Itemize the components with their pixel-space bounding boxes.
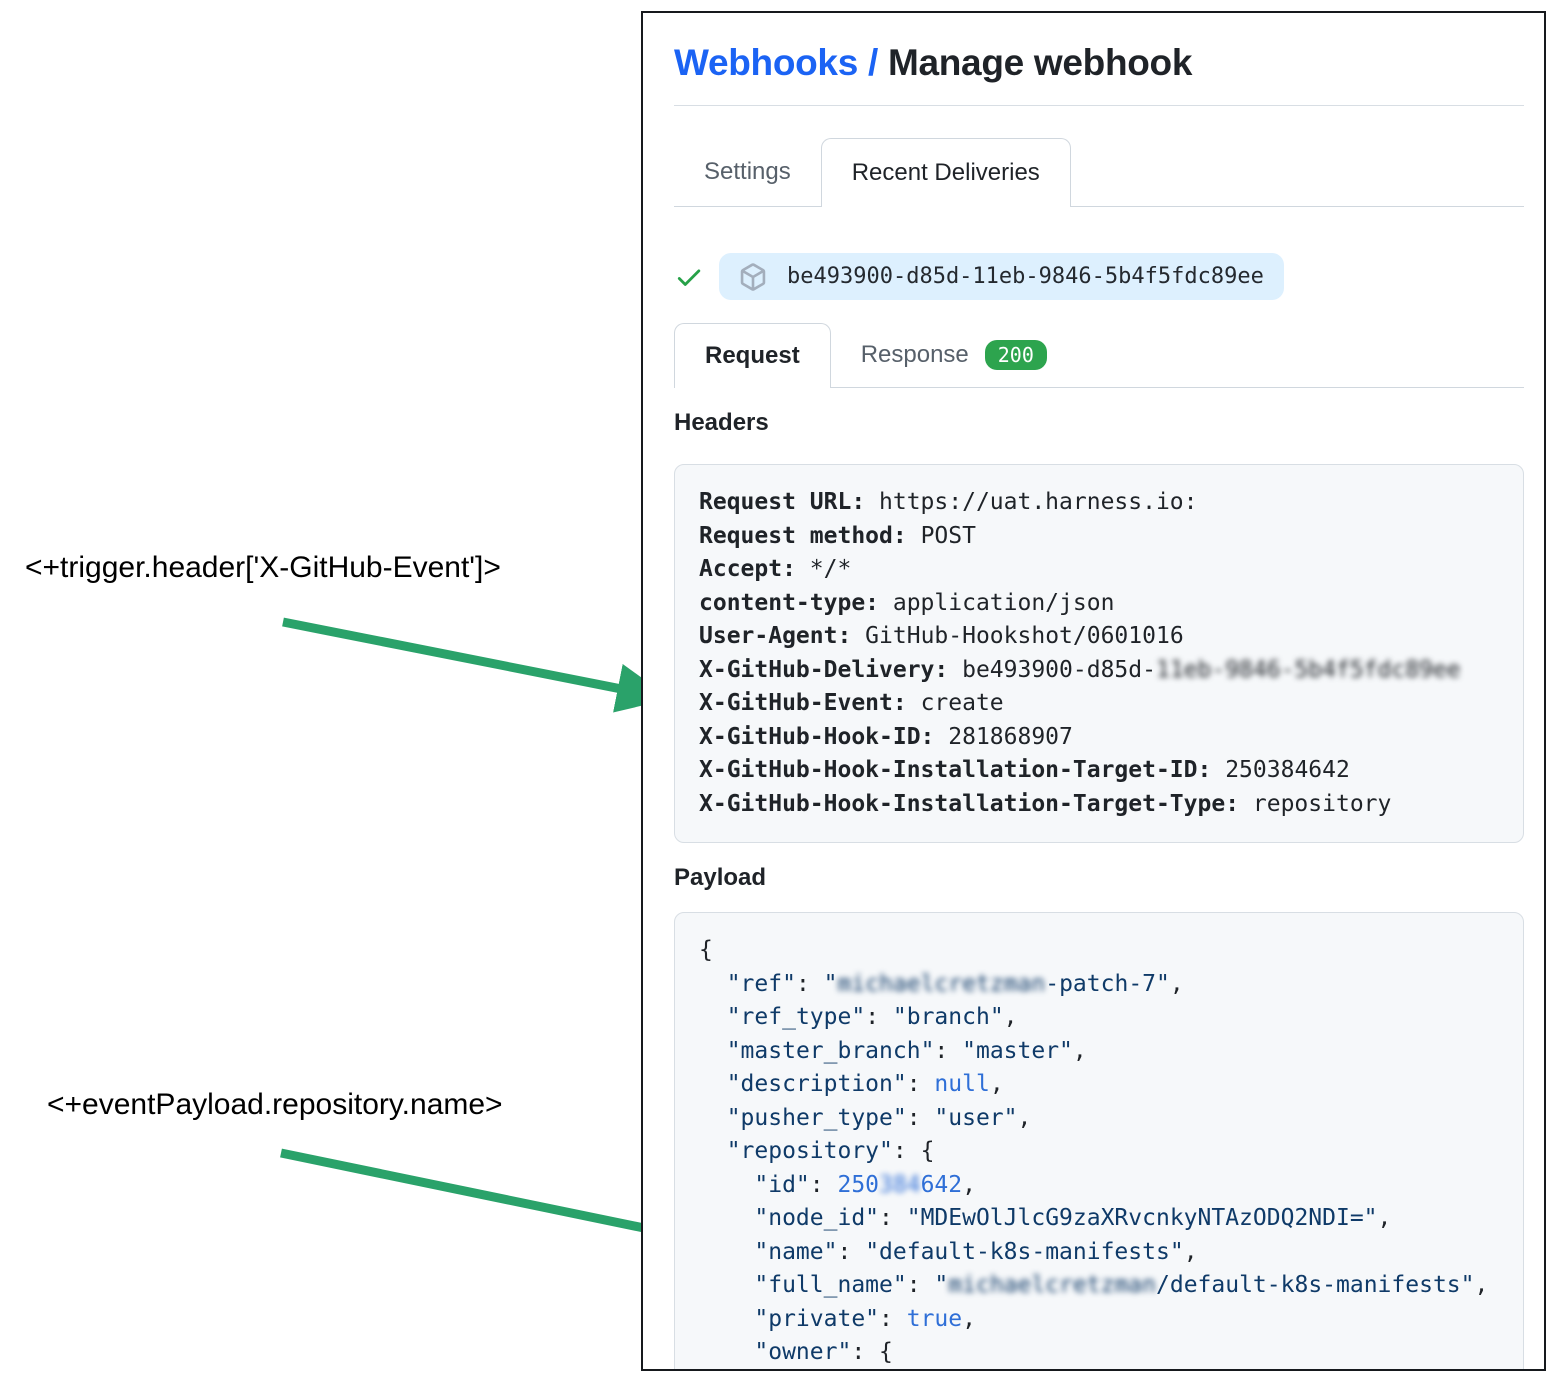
response-status-badge: 200	[984, 340, 1047, 370]
headers-box: Request URL: https://uat.harness.io: Requ…	[674, 464, 1524, 843]
breadcrumb-webhooks-link[interactable]: Webhooks /	[674, 42, 878, 83]
header-line: X-GitHub-Hook-Installation-Target-ID: 25…	[699, 757, 1350, 783]
delivery-guid-pill[interactable]: be493900-d85d-11eb-9846-5b4f5fdc89ee	[719, 253, 1284, 300]
tab-response[interactable]: Response 200	[831, 323, 1077, 387]
trigger-header-annotation: <+trigger.header['X-GitHub-Event']>	[25, 551, 501, 584]
payload-line: "pusher_type": "user",	[726, 1104, 1032, 1131]
manage-webhook-panel: Webhooks /Manage webhook Settings Recent…	[641, 11, 1546, 1371]
arrow-to-repository-name	[280, 1148, 711, 1256]
tab-recent-deliveries[interactable]: Recent Deliveries	[820, 138, 1071, 207]
payload-line: "owner": {	[754, 1339, 893, 1365]
header-line: User-Agent: GitHub-Hookshot/0601016	[699, 623, 1184, 649]
payload-line: "ref_type": "branch",	[726, 1004, 1018, 1030]
arrow-to-github-event	[282, 617, 671, 713]
payload-heading: Payload	[674, 864, 767, 891]
payload-line: "id": 250384642,	[754, 1171, 976, 1198]
header-line: X-GitHub-Hook-ID: 281868907	[699, 723, 1073, 750]
package-icon	[739, 262, 767, 291]
payload-line: "ref": "michaelcretzman-patch-7",	[726, 970, 1184, 997]
payload-line: "repository": {	[726, 1138, 935, 1164]
delivery-row: be493900-d85d-11eb-9846-5b4f5fdc89ee	[674, 253, 1524, 300]
header-line: Request method: POST	[699, 522, 976, 549]
payload-box: { "ref": "michaelcretzman-patch-7", "ref…	[674, 912, 1524, 1369]
delivery-subtabnav: Request Response 200	[674, 323, 1524, 388]
header-line: Accept: */*	[699, 556, 852, 582]
page-title: Webhooks /Manage webhook	[674, 42, 1524, 84]
header-line: X-GitHub-Hook-Installation-Target-Type: …	[699, 790, 1392, 817]
webhook-tabnav: Settings Recent Deliveries	[674, 138, 1524, 207]
header-line: X-GitHub-Event: create	[699, 690, 1004, 716]
tab-settings[interactable]: Settings	[704, 158, 791, 185]
header-line: Request URL: https://uat.harness.io:	[699, 489, 1198, 515]
headers-heading: Headers	[674, 409, 769, 436]
header-line: content-type: application/json	[699, 589, 1115, 616]
payload-line: "name": "default-k8s-manifests",	[754, 1238, 1198, 1265]
event-payload-annotation: <+eventPayload.repository.name>	[47, 1088, 503, 1121]
payload-line: {	[699, 937, 713, 963]
title-divider	[674, 105, 1524, 106]
payload-line: "private": true,	[754, 1305, 976, 1332]
payload-line: "description": null,	[726, 1071, 1004, 1097]
payload-line: "full_name": "michaelcretzman/default-k8…	[754, 1272, 1489, 1298]
tab-response-label: Response	[860, 341, 969, 368]
page-title-text: Manage webhook	[887, 42, 1193, 83]
delivery-guid: be493900-d85d-11eb-9846-5b4f5fdc89ee	[787, 264, 1264, 289]
tab-request[interactable]: Request	[674, 323, 831, 388]
header-line: X-GitHub-Delivery: be493900-d85d-11eb-98…	[699, 656, 1461, 683]
payload-line: "node_id": "MDEwOlJlcG9zaXRvcnkyNTAzODQ2…	[754, 1205, 1392, 1231]
check-icon	[674, 262, 704, 292]
payload-line: "master_branch": "master",	[726, 1037, 1087, 1064]
